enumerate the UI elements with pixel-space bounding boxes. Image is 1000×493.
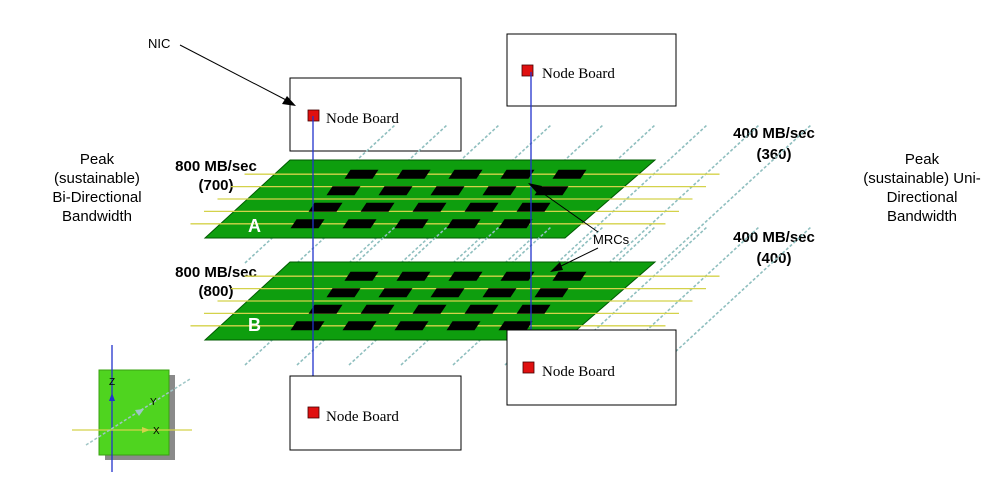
left-caption-line3: Bi-Directional: [52, 189, 141, 206]
z-axis-label: Z: [109, 377, 115, 388]
mrc-chip: [448, 169, 483, 179]
diagonal-link: [660, 124, 812, 264]
right-bandwidth-caption: Peak (sustainable) Uni- Directional Band…: [863, 151, 981, 225]
mrc-chip: [290, 321, 325, 331]
diagonal-link: [660, 226, 812, 366]
mrc-chip: [446, 219, 481, 229]
mrc-chip: [412, 304, 447, 314]
plane-a-sustained: (700): [198, 177, 233, 194]
mrc-chip: [396, 271, 431, 281]
right-caption-line1: Peak: [905, 151, 940, 168]
plane-a-wires: [190, 173, 720, 225]
plane-a-letter: A: [248, 216, 261, 236]
mrc-chip: [464, 202, 499, 212]
mrc-chip: [378, 186, 413, 196]
mrc-chip: [448, 271, 483, 281]
xyz-axis-icon: Z Y X: [72, 345, 192, 472]
nic-red-square: [307, 406, 320, 419]
mrc-chip: [430, 288, 465, 298]
nic-red-square: [521, 64, 534, 77]
mrc-chip: [378, 288, 413, 298]
mrc-chip: [344, 169, 379, 179]
right-caption-line4: Bandwidth: [887, 208, 957, 225]
node-board-label: Node Board: [542, 364, 615, 380]
mrc-chip: [326, 186, 361, 196]
plane-b-bandwidth: 800 MB/sec: [175, 264, 257, 281]
mrc-chip: [290, 219, 325, 229]
mrc-chip: [394, 219, 429, 229]
mrc-chip: [482, 186, 517, 196]
right-caption-line2: (sustainable) Uni-: [863, 170, 981, 187]
left-caption-line2: (sustainable): [54, 170, 140, 187]
plane-b-letter: B: [248, 315, 261, 335]
mrc-chip: [308, 202, 343, 212]
mrc-chip: [342, 321, 377, 331]
x-axis-label: X: [153, 426, 160, 437]
mrc-chip: [464, 304, 499, 314]
mrc-chip: [500, 169, 535, 179]
right-caption-line3: Directional: [887, 189, 958, 206]
diagonal-link: [556, 124, 708, 264]
mrcs-label: MRCs: [593, 232, 630, 247]
mrc-chip: [498, 219, 533, 229]
plane-a-bandwidth: 800 MB/sec: [175, 158, 257, 175]
mrc-chip: [498, 321, 533, 331]
mrc-chip: [326, 288, 361, 298]
left-caption-line1: Peak: [80, 151, 115, 168]
y-axis-label: Y: [150, 397, 157, 408]
mrc-chip: [360, 304, 395, 314]
mrc-chip: [446, 321, 481, 331]
mrc-chip: [396, 169, 431, 179]
node-board-top-right: Node Board: [506, 33, 677, 107]
mrc-chip: [412, 202, 447, 212]
left-caption-line4: Bandwidth: [62, 208, 132, 225]
mrc-chip: [534, 288, 569, 298]
lower-uni-bandwidth: 400 MB/sec: [733, 229, 815, 246]
left-bandwidth-caption: Peak (sustainable) Bi-Directional Bandwi…: [52, 151, 141, 225]
mrcs-arrows: [528, 183, 599, 272]
node-board-bottom-right: Node Board: [506, 329, 677, 406]
plane-a: A: [190, 124, 812, 264]
plane-b-wires: [190, 275, 720, 327]
axis-cube: [98, 369, 170, 456]
mrc-chip: [342, 219, 377, 229]
mrc-chip: [430, 186, 465, 196]
node-board-label: Node Board: [326, 409, 399, 425]
node-board-label: Node Board: [326, 111, 399, 127]
mrc-chip: [360, 202, 395, 212]
plane-a-mrc-chips: [290, 169, 587, 229]
mrc-chip: [500, 271, 535, 281]
diagonal-link: [556, 226, 708, 366]
nic-red-square: [522, 361, 535, 374]
mrc-chip: [516, 304, 551, 314]
node-board-label: Node Board: [542, 66, 615, 82]
diagonal-link: [608, 226, 760, 366]
lower-uni-sustained: (400): [756, 250, 791, 267]
mrc-chip: [308, 304, 343, 314]
plane-b-mrc-chips: [290, 271, 587, 331]
node-board-bottom-left: Node Board: [289, 375, 462, 451]
nic-label: NIC: [148, 36, 170, 51]
mrc-chip: [516, 202, 551, 212]
mrc-chip: [552, 169, 587, 179]
mrc-chip: [552, 271, 587, 281]
node-board-top-left: Node Board: [289, 77, 462, 152]
nic-arrow: [179, 44, 296, 106]
mrc-chip: [344, 271, 379, 281]
upper-uni-sustained: (360): [756, 146, 791, 163]
plane-b-sustained: (800): [198, 283, 233, 300]
plane-b: B: [190, 226, 812, 366]
diagonal-link: [608, 124, 760, 264]
mrc-chip: [394, 321, 429, 331]
mrc-chip: [482, 288, 517, 298]
